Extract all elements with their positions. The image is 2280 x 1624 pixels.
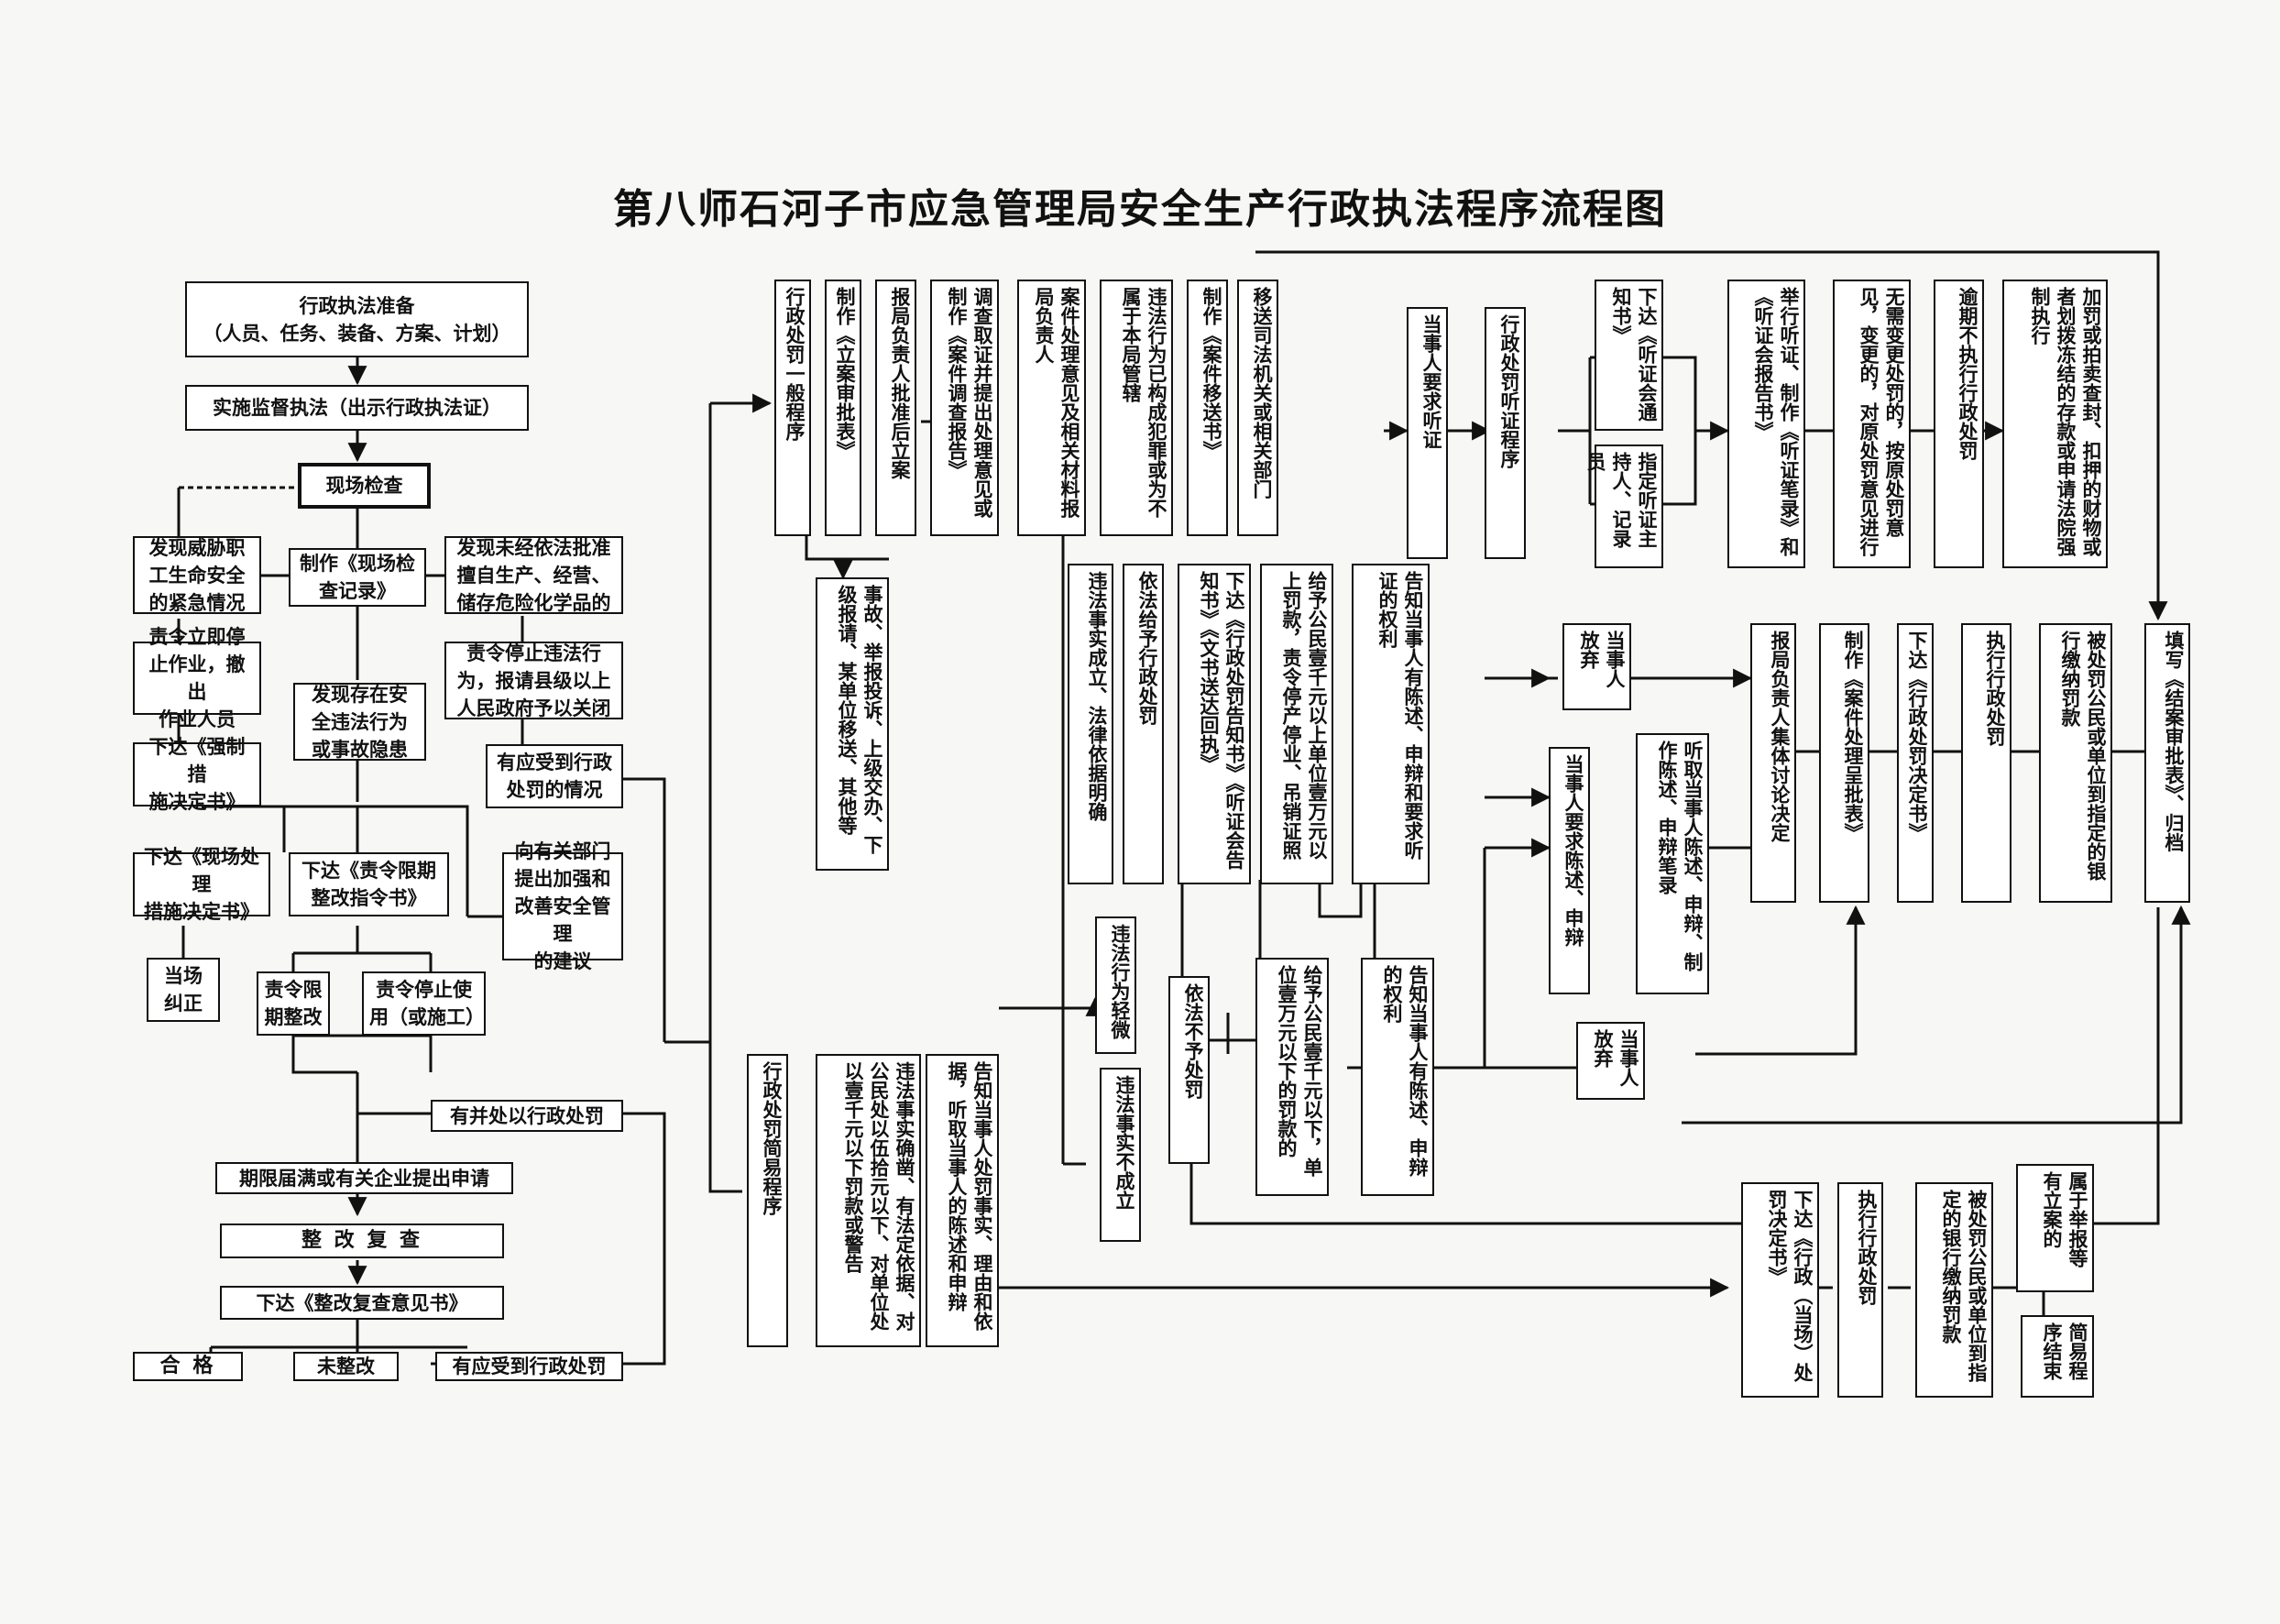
expiry-box: 期限届满或有关企业提出申请 [215,1162,513,1194]
minor-box: 违法行为轻微 [1095,916,1136,1054]
should-punish-box: 有应受到行政 处罚的情况 [486,744,623,808]
deadline-box: 责令限 期整改 [257,971,330,1036]
onsite-measures-box: 下达《现场处理 措施决定书》 [133,846,270,923]
combined-punish-box: 有并处以行政处罚 [431,1100,623,1132]
force-box: 下达《强制措 施决定书》 [133,736,261,813]
transfer-doc-box: 制作《案件移送书》 [1187,280,1228,536]
punish-box: 依法给予行政处罚 [1123,564,1164,884]
stop-use-box: 责令停止使 用（或施工） [362,971,486,1036]
not-punish-box: 依法不予处罚 [1168,976,1210,1164]
recheck-box: 整 改 复 查 [220,1223,504,1258]
threat-box: 发现威胁职 工生命安全 的紧急情况 [133,536,261,614]
hearing-staff-box: 指定听证主持人、记录员 [1584,444,1663,568]
hear-statement-box: 听取当事人陈述、申辩、制作陈述、申辩笔录 [1636,733,1709,994]
investigate-box: 调查取证并提出处理意见或制作《案件调查报告》 [930,280,999,536]
simple-end-box: 简易程序结束 [2021,1315,2094,1398]
waive2-box: 当事人放弃 [1576,1022,1645,1100]
request-statement-box: 当事人要求陈述、申辩 [1549,747,1590,994]
sources-box: 事故、举报投诉、上级交办、下级报请、某单位移送、其他等 [816,577,889,871]
suggest-box: 向有关部门 提出加强和 改善安全管理 的建议 [502,840,623,972]
overdue-box: 逾期不执行行政处罚 [1934,280,1984,568]
recheck-opinion-box: 下达《整改复查意见书》 [220,1286,504,1320]
stop-work-box: 责令立即停 止作业，撤出 作业人员 [133,626,261,730]
reported-box: 属于举报等有立案的 [2016,1164,2094,1292]
pay-fine-box: 被处罚公民或单位到指定的银行缴纳罚款 [2039,623,2112,903]
enforce-box: 加罚或拍卖查封、扣押的财物或者划拨冻结的存款或申请法院强制执行 [2002,280,2108,568]
facts-false-box: 违法事实不成立 [1100,1068,1141,1242]
small-fine-box: 给予公民壹千元以下，单位壹万元以下的罚款的 [1255,958,1329,1196]
pay-fine2-box: 被处罚公民或单位到指定的银行缴纳罚款 [1915,1182,1993,1398]
crime-box: 违法行为已构成犯罪或为不属于本局管辖 [1100,280,1173,536]
facts-clear-box: 违法事实成立、法律依据明确 [1068,564,1113,884]
approval-box: 报局负责人批准后立案 [875,280,916,536]
case-approval-box: 制作《案件处理呈批表》 [1819,623,1869,903]
simple-procedure-box: 行政处罚简易程序 [747,1054,788,1347]
keep-change-box: 无需变更处罚的，按原处罚意见，变更的，对原处罚意见进行 [1833,280,1911,568]
page-title: 第八师石河子市应急管理局安全生产行政执法程序流程图 [613,186,1667,233]
transfer-judicial-box: 移送司法机关或相关部门 [1237,280,1278,536]
collective-box: 报局负责人集体讨论决定 [1750,623,1796,903]
correct-box: 当场 纠正 [147,958,220,1022]
unlicensed-box: 发现未经依法批准 擅自生产、经营、 储存危险化学品的 [444,536,623,614]
prep-box: 行政执法准备 （人员、任务、装备、方案、计划） [185,281,529,357]
simple-conditions-box: 违法事实确凿、有法定依据、对公民处以伍拾元以下、对单位处以壹千元以下罚款或警告 [816,1054,921,1347]
waive-box: 当事人放弃 [1562,623,1631,710]
should-punish2-box: 有应受到行政处罚 [435,1352,623,1381]
hearing-procedure-box: 行政处罚听证程序 [1485,307,1526,559]
record-box: 制作《现场检 查记录》 [289,548,426,607]
inform-rights-box: 告知当事人有陈述、申辩和要求听证的权利 [1352,564,1430,884]
close-case-box: 填写《结案审批表》、归档 [2144,623,2190,903]
simple-inform-box: 告知当事人处罚事实、理由和依据，听取当事人的陈述和申辩 [926,1054,999,1347]
pass-box: 合 格 [133,1352,243,1381]
rectify-notice-box: 下达《责令限期 整改指令书》 [289,852,449,916]
onsite-decision-box: 下达《行政（当场）处罚决定书》 [1741,1182,1819,1398]
hold-hearing-box: 举行听证、制作《听证笔录》和《听证会报告书》 [1727,280,1805,568]
execute2-box: 执行行政处罚 [1837,1182,1883,1398]
inform-rights2-box: 告知当事人有陈述、申辩的权利 [1361,958,1434,1196]
supervise-box: 实施监督执法（出示行政执法证） [185,385,529,431]
execute-box: 执行行政处罚 [1961,623,2011,903]
hazard-box: 发现存在安 全违法行为 或事故隐患 [293,683,426,761]
inspect-box: 现场检查 [298,463,431,509]
case-materials-box: 案件处理意见及相关材料报局负责人 [1017,280,1086,536]
filing-box: 制作《立案审批表》 [825,280,861,536]
issue-decision-box: 下达《行政处罚决定书》 [1897,623,1934,903]
not-fixed-box: 未整改 [293,1352,399,1381]
general-procedure-box: 行政处罚一般程序 [774,280,811,536]
notice-docs-box: 下达《行政处罚告知书》《听证会告知书》《文书送达回执》 [1178,564,1251,884]
stop-illegal-box: 责令停止违法行 为，报请县级以上 人民政府予以关闭 [444,642,623,719]
hearing-notice-box: 下达《听证会通知书》 [1595,280,1663,431]
party-request-box: 当事人要求听证 [1407,307,1448,559]
large-fine-box: 给予公民壹千元以上单位壹万元以上罚款，责令停产停业、吊销证照 [1260,564,1333,884]
